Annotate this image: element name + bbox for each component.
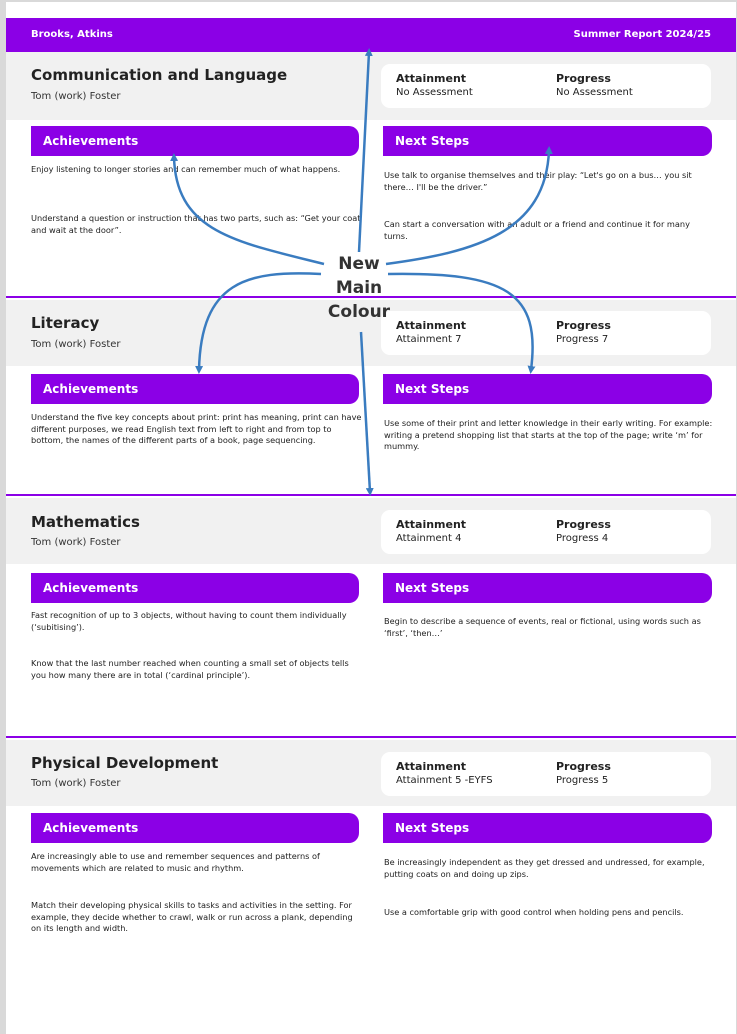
teacher-name: Tom (work) Foster — [31, 537, 121, 548]
arrow-to-next-steps-2 — [387, 272, 536, 374]
achievements-heading: Achievements — [43, 581, 139, 595]
attainment-value: Attainment 5 -EYFS — [396, 775, 493, 786]
annotation-line-3: Colour — [327, 302, 391, 322]
subject-title: Literacy — [31, 314, 100, 332]
progress-label: Progress — [556, 319, 611, 332]
achievement-item: Know that the last number reached when c… — [31, 658, 349, 680]
subject-title: Mathematics — [31, 513, 140, 531]
progress-value: No Assessment — [556, 87, 633, 98]
next-steps-heading: Next Steps — [395, 382, 470, 396]
section-divider — [6, 736, 736, 738]
assessment-card: Attainment Attainment 5 -EYFS Progress P… — [381, 752, 711, 796]
annotation-label: New Main Colour — [324, 252, 394, 324]
assessment-card: Attainment Attainment 4 Progress Progres… — [381, 510, 711, 554]
arrow-to-next-steps-1 — [385, 146, 553, 266]
achievements-heading: Achievements — [43, 134, 139, 148]
achievements-heading: Achievements — [43, 821, 139, 835]
progress-value: Progress 7 — [556, 334, 609, 345]
report-title: Summer Report 2024/25 — [573, 29, 711, 40]
arrow-to-achievements-2 — [195, 272, 322, 374]
progress-value: Progress 5 — [556, 775, 609, 786]
attainment-value: No Assessment — [396, 87, 473, 98]
annotation-line-1: New — [338, 254, 380, 274]
next-steps-heading: Next Steps — [395, 134, 470, 148]
section-literacy: Literacy Tom (work) Foster Attainment At… — [6, 300, 736, 494]
progress-label: Progress — [556, 518, 611, 531]
next-steps-bar: Next Steps — [383, 126, 712, 156]
attainment-value: Attainment 4 — [396, 533, 462, 544]
arrow-to-achievements-1 — [170, 153, 325, 266]
assessment-card: Attainment No Assessment Progress No Ass… — [381, 64, 711, 108]
next-steps-heading: Next Steps — [395, 821, 470, 835]
annotation-line-2: Main — [335, 278, 383, 298]
attainment-label: Attainment — [396, 319, 467, 332]
teacher-name: Tom (work) Foster — [31, 91, 121, 102]
achievements-heading: Achievements — [43, 382, 139, 396]
next-step-item: Can start a conversation with an adult o… — [384, 219, 690, 241]
next-steps-bar: Next Steps — [383, 573, 712, 603]
assessment-card: Attainment Attainment 7 Progress Progres… — [381, 311, 711, 355]
report-header-bar: Brooks, Atkins Summer Report 2024/25 — [6, 18, 736, 52]
next-step-item: Use some of their print and letter knowl… — [384, 418, 713, 451]
achievement-item: Understand a question or instruction tha… — [31, 213, 361, 235]
achievements-bar: Achievements — [31, 813, 359, 843]
achievements-bar: Achievements — [31, 374, 359, 404]
report-page: Brooks, Atkins Summer Report 2024/25 Com… — [6, 2, 736, 1034]
subject-title: Communication and Language — [31, 66, 288, 84]
annotation-arrows — [170, 48, 553, 496]
achievements-bar: Achievements — [31, 126, 359, 156]
attainment-label: Attainment — [396, 518, 467, 531]
next-step-item: Begin to describe a sequence of events, … — [384, 616, 701, 638]
section-divider — [6, 296, 736, 298]
next-steps-bar: Next Steps — [383, 374, 712, 404]
next-step-item: Use a comfortable grip with good control… — [384, 907, 684, 917]
achievement-item: Enjoy listening to longer stories and ca… — [31, 164, 341, 174]
teacher-name: Tom (work) Foster — [31, 778, 121, 789]
progress-value: Progress 4 — [556, 533, 609, 544]
progress-label: Progress — [556, 760, 611, 773]
teacher-name: Tom (work) Foster — [31, 339, 121, 350]
next-step-item: Be increasingly independent as they get … — [384, 857, 705, 879]
arrow-down — [359, 331, 374, 496]
achievement-item: Understand the five key concepts about p… — [31, 412, 362, 445]
achievement-item: Fast recognition of up to 3 objects, wit… — [31, 610, 347, 632]
next-steps-bar: Next Steps — [383, 813, 712, 843]
achievement-item: Are increasingly able to use and remembe… — [31, 851, 320, 873]
attainment-label: Attainment — [396, 760, 467, 773]
achievement-item: Match their developing physical skills t… — [31, 900, 353, 933]
section-physical-development: Physical Development Tom (work) Foster A… — [6, 740, 736, 1034]
section-mathematics: Mathematics Tom (work) Foster Attainment… — [6, 498, 736, 736]
attainment-label: Attainment — [396, 72, 467, 85]
section-communication: Communication and Language Tom (work) Fo… — [6, 52, 736, 298]
achievements-bar: Achievements — [31, 573, 359, 603]
subject-title: Physical Development — [31, 754, 219, 772]
next-steps-heading: Next Steps — [395, 581, 470, 595]
next-step-item: Use talk to organise themselves and thei… — [384, 170, 692, 192]
student-names: Brooks, Atkins — [31, 29, 113, 40]
arrow-up — [357, 48, 373, 253]
progress-label: Progress — [556, 72, 611, 85]
attainment-value: Attainment 7 — [396, 334, 462, 345]
